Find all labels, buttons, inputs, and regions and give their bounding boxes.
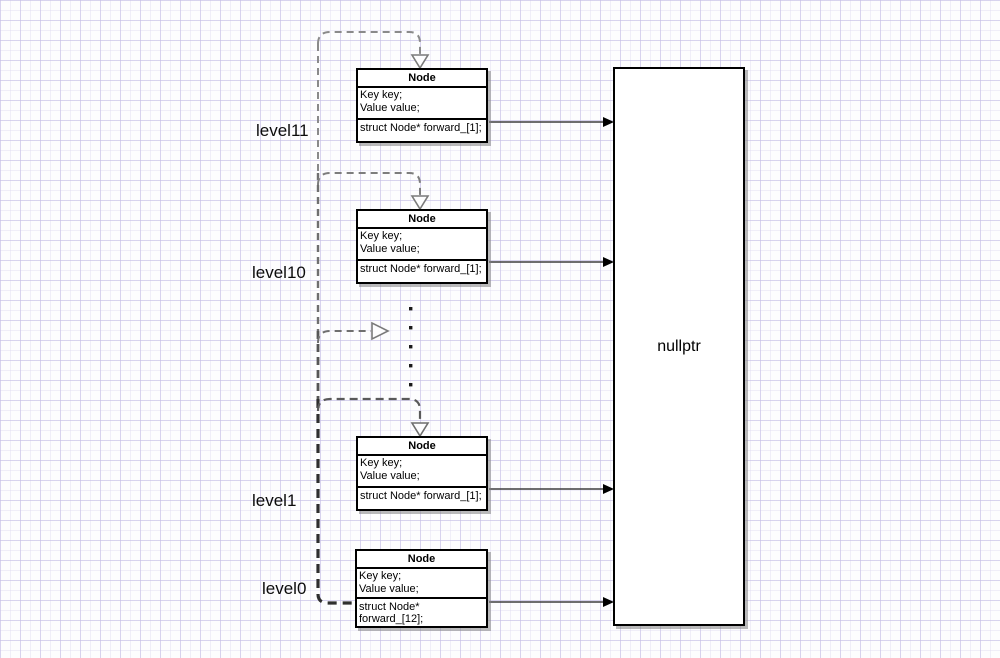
- level0-label: level0: [262, 579, 307, 598]
- level1-label: level1: [252, 491, 297, 510]
- solid-arrowheads: [603, 117, 614, 607]
- node-attr-line: Key key;: [360, 230, 403, 242]
- node-attr-line: Value value;: [359, 583, 419, 595]
- node-forward-field: struct Node* forward_[1];: [360, 490, 482, 502]
- hollow-arrowhead-down-icon: [410, 54, 430, 70]
- hollow-arrowhead-down-icon: [410, 422, 430, 438]
- arrowhead-right-icon: [603, 597, 614, 607]
- node-title: Node: [358, 211, 486, 229]
- node-attributes: Key key; Value value;: [358, 229, 486, 261]
- arrowhead-right-icon: [603, 257, 614, 267]
- node-attr-line: Key key;: [360, 457, 403, 469]
- node-attr-line: Value value;: [360, 102, 420, 114]
- hollow-arrowhead-down-icon: [410, 195, 430, 211]
- level11-pointer-connector: [317, 31, 430, 70]
- middle-levels-pointer-connector: [317, 321, 390, 344]
- node-title: Node: [357, 551, 486, 569]
- node-box-level10: Node Key key; Value value; struct Node* …: [356, 209, 488, 284]
- nullptr-label: nullptr: [657, 337, 701, 355]
- forward-arrows-to-nullptr: [489, 121, 603, 603]
- node-attr-line: Value value;: [360, 470, 420, 482]
- node-box-level11: Node Key key; Value value; struct Node* …: [356, 68, 488, 143]
- node-attr-line: Value value;: [360, 243, 420, 255]
- node-forward-field: struct Node* forward_[1];: [360, 263, 482, 275]
- node-attributes: Key key; Value value;: [358, 456, 486, 488]
- node-attributes: Key key; Value value;: [358, 88, 486, 120]
- node-attr-line: Key key;: [359, 570, 402, 582]
- node-attributes: Key key; Value value;: [357, 569, 486, 599]
- node-forward-field: struct Node* forward_[12];: [359, 601, 424, 625]
- node-title: Node: [358, 438, 486, 456]
- level10-pointer-connector: [317, 172, 430, 211]
- arrowhead-right-icon: [603, 117, 614, 127]
- level10-label: level10: [252, 263, 306, 282]
- hollow-arrowhead-right-icon: [371, 321, 390, 341]
- node-box-level0: Node Key key; Value value; struct Node* …: [355, 549, 488, 628]
- arrowhead-right-icon: [603, 484, 614, 494]
- node-box-level1: Node Key key; Value value; struct Node* …: [356, 436, 488, 511]
- level0-pointer-connector: [316, 593, 354, 605]
- nullptr-box: nullptr: [613, 67, 745, 626]
- node-forward-field: struct Node* forward_[1];: [360, 122, 482, 134]
- node-title: Node: [358, 70, 486, 88]
- level11-label: level11: [256, 121, 309, 140]
- node-attr-line: Key key;: [360, 89, 403, 101]
- ellipsis-dots: [409, 307, 413, 387]
- level1-pointer-connector: [316, 397, 430, 438]
